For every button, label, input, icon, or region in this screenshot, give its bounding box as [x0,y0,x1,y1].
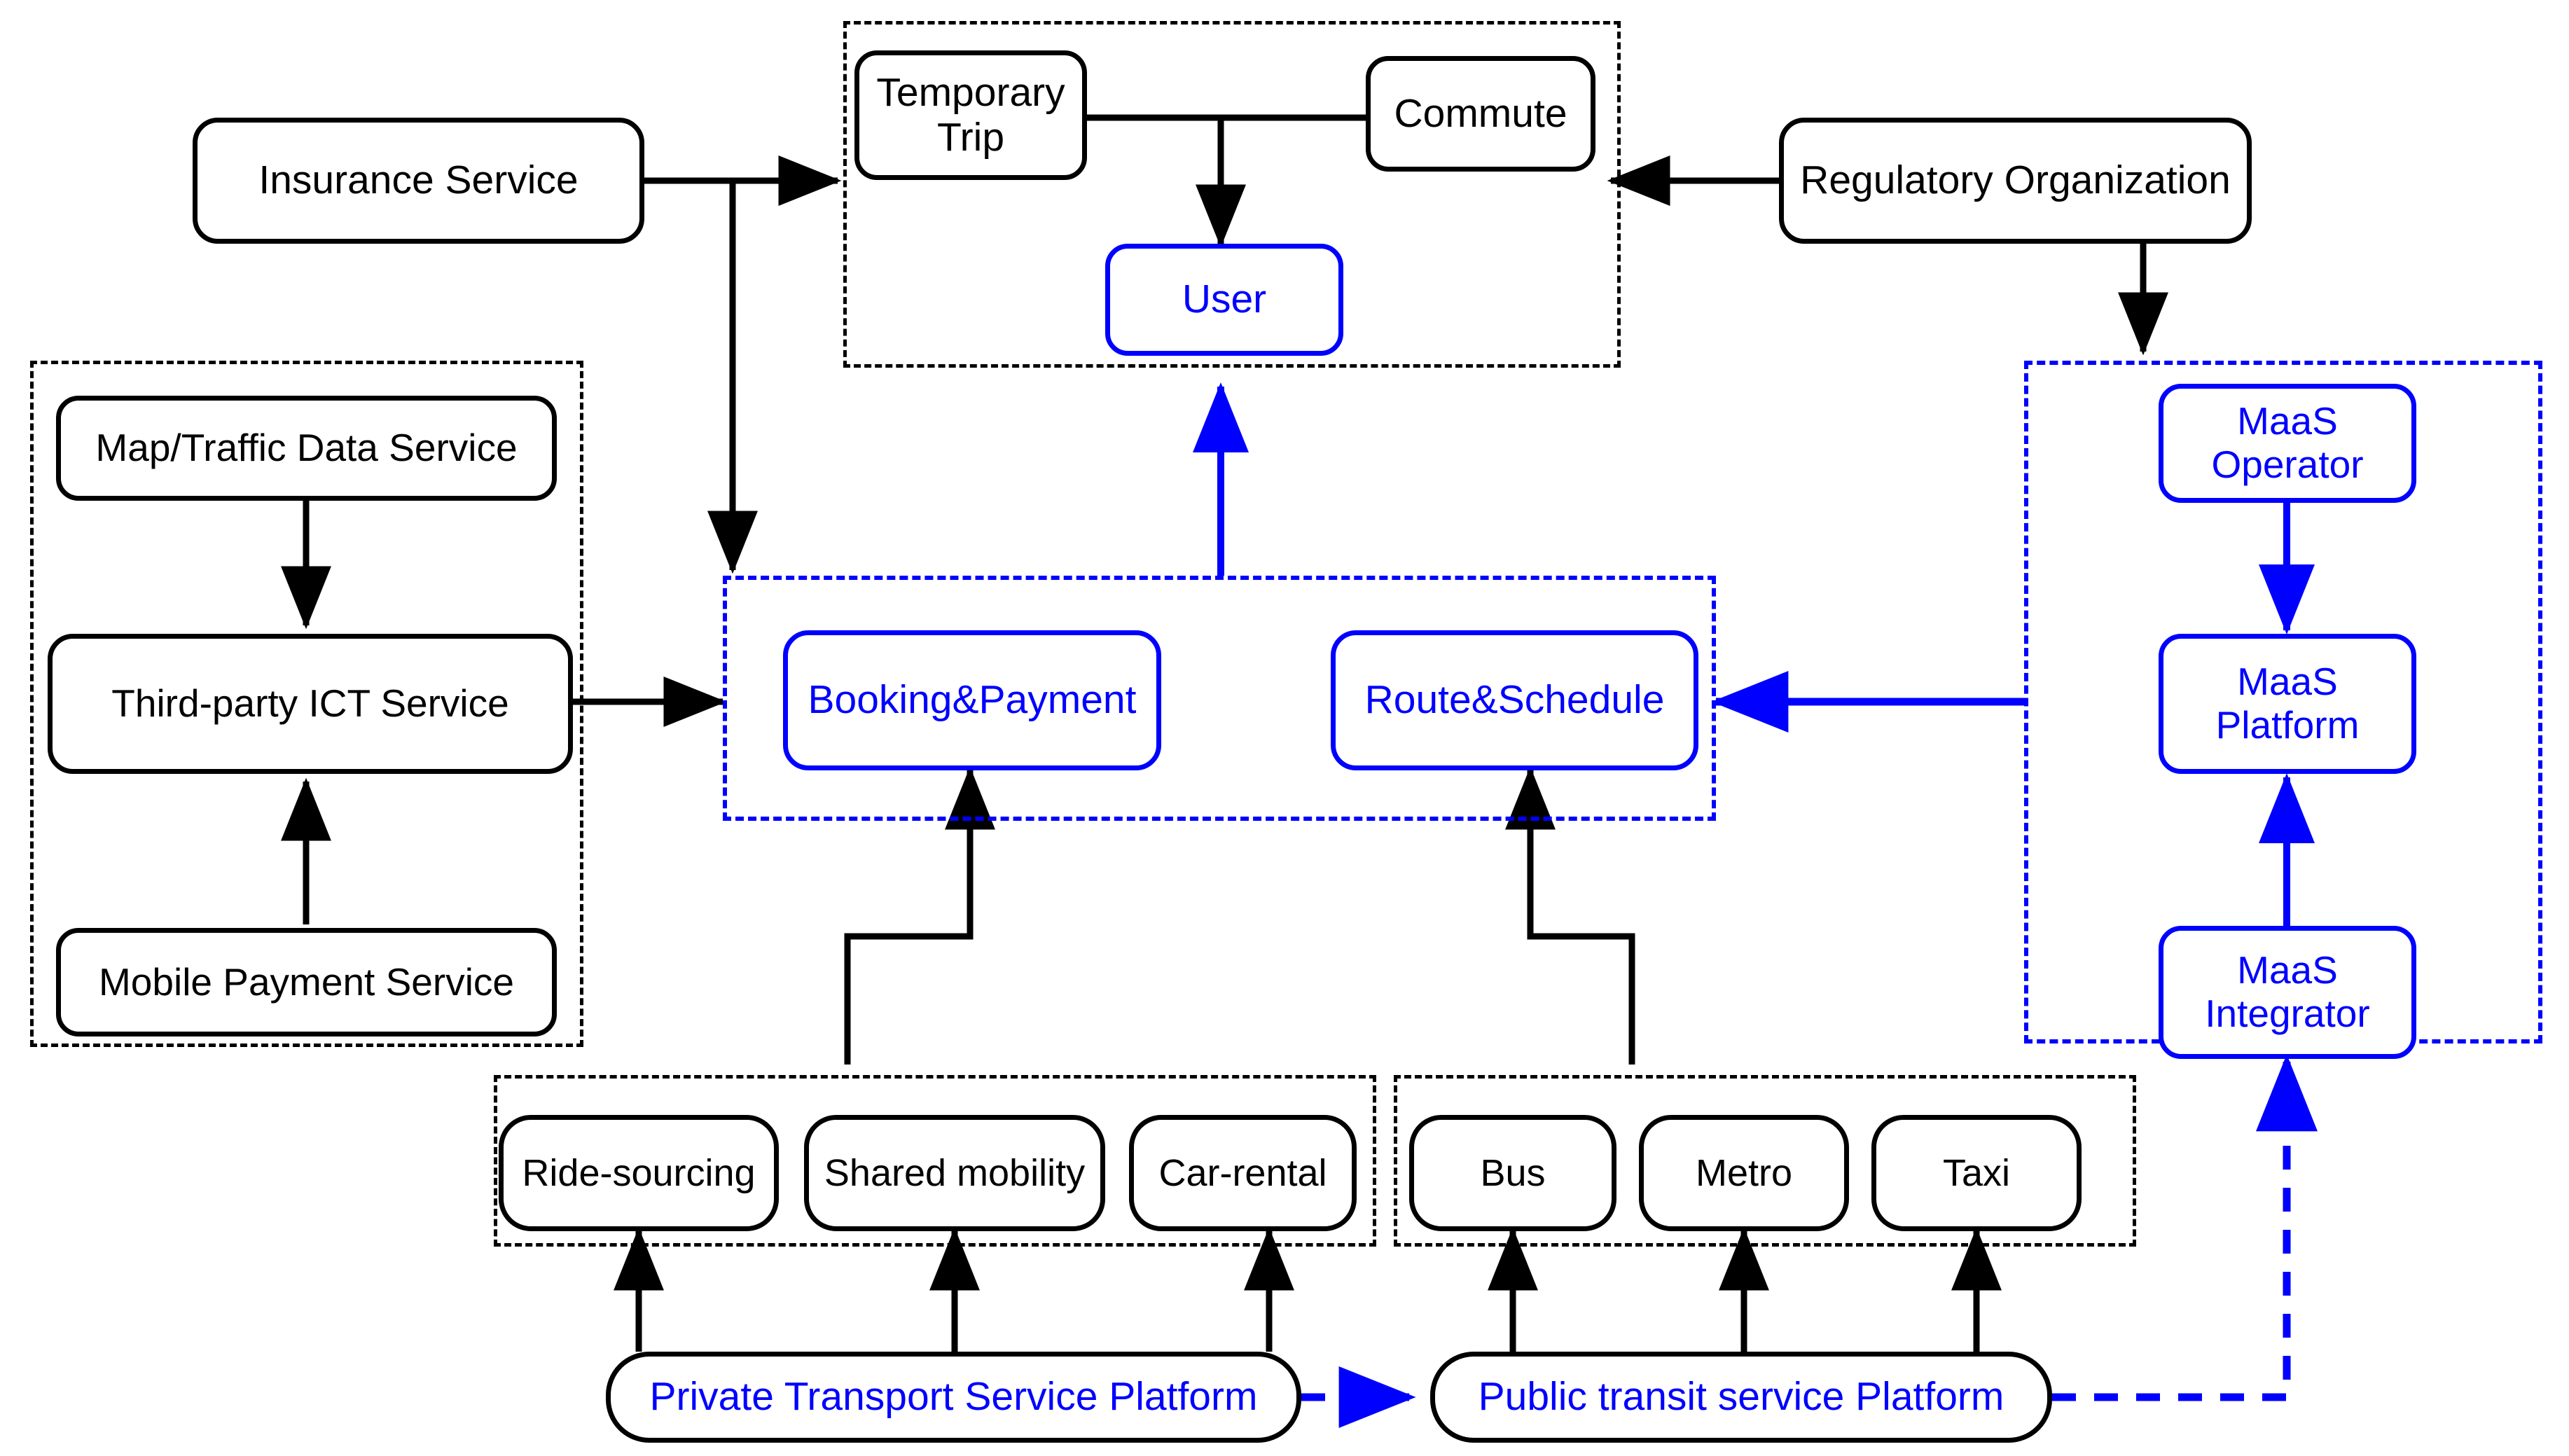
node-taxi[interactable]: Taxi [1871,1115,2082,1231]
node-shared-mobility[interactable]: Shared mobility [804,1115,1105,1231]
node-label-line2: Platform [2215,703,2360,747]
node-label-line2: Integrator [2205,992,2370,1035]
node-third-party-ict-service[interactable]: Third-party ICT Service [48,634,573,774]
node-label: Regulatory Organization [1800,158,2231,203]
node-ride-sourcing[interactable]: Ride-sourcing [499,1115,779,1231]
node-commute[interactable]: Commute [1366,56,1595,172]
node-booking-payment[interactable]: Booking&Payment [783,630,1161,770]
node-label: User [1182,277,1267,322]
node-metro[interactable]: Metro [1639,1115,1849,1231]
node-maas-operator[interactable]: MaaS Operator [2159,384,2416,503]
node-mobile-payment-service[interactable]: Mobile Payment Service [56,928,557,1036]
group-public-modes [1394,1075,2136,1247]
node-label: Map/Traffic Data Service [95,426,518,470]
node-regulatory-organization[interactable]: Regulatory Organization [1779,118,2252,244]
node-map-traffic-data-service[interactable]: Map/Traffic Data Service [56,396,557,501]
group-private-modes [494,1075,1376,1247]
node-label-line1: MaaS [2237,399,2338,443]
node-label: Car-rental [1158,1151,1327,1194]
edge-private-modes-to-booking [844,766,995,1065]
node-label: Metro [1695,1151,1793,1194]
group-maas-services [723,576,1716,821]
node-maas-platform[interactable]: MaaS Platform [2159,634,2416,774]
node-label: Taxi [1942,1151,2011,1194]
group-third-party-services [30,361,583,1047]
node-temporary-trip[interactable]: Temporary Trip [854,50,1087,180]
group-user [843,21,1621,368]
node-label: Commute [1394,90,1567,136]
node-label-line1: MaaS [2237,948,2338,992]
node-label: Mobile Payment Service [98,959,515,1004]
node-bus[interactable]: Bus [1409,1115,1616,1231]
node-label: Private Transport Service Platform [649,1374,1258,1420]
node-private-transport-service-platform[interactable]: Private Transport Service Platform [606,1352,1301,1443]
node-insurance-service[interactable]: Insurance Service [193,118,644,244]
node-route-schedule[interactable]: Route&Schedule [1331,630,1698,770]
node-label: Public transit service Platform [1478,1374,2004,1420]
node-label: Booking&Payment [808,677,1137,723]
node-label-line1: MaaS [2237,660,2338,704]
node-maas-integrator[interactable]: MaaS Integrator [2159,926,2416,1059]
node-label-line2: Trip [936,114,1005,160]
node-label: Shared mobility [824,1151,1086,1194]
node-label: Third-party ICT Service [111,681,509,726]
node-label: Insurance Service [258,158,579,203]
node-label-line1: Temporary [876,69,1065,115]
node-label-line2: Operator [2211,443,2364,486]
node-public-transit-service-platform[interactable]: Public transit service Platform [1430,1352,2052,1443]
edge-public-modes-to-route [1505,766,1635,1065]
node-user[interactable]: User [1105,244,1343,356]
node-car-rental[interactable]: Car-rental [1129,1115,1357,1231]
node-label: Ride-sourcing [522,1151,756,1194]
node-label: Route&Schedule [1364,677,1665,723]
node-label: Bus [1480,1151,1546,1194]
